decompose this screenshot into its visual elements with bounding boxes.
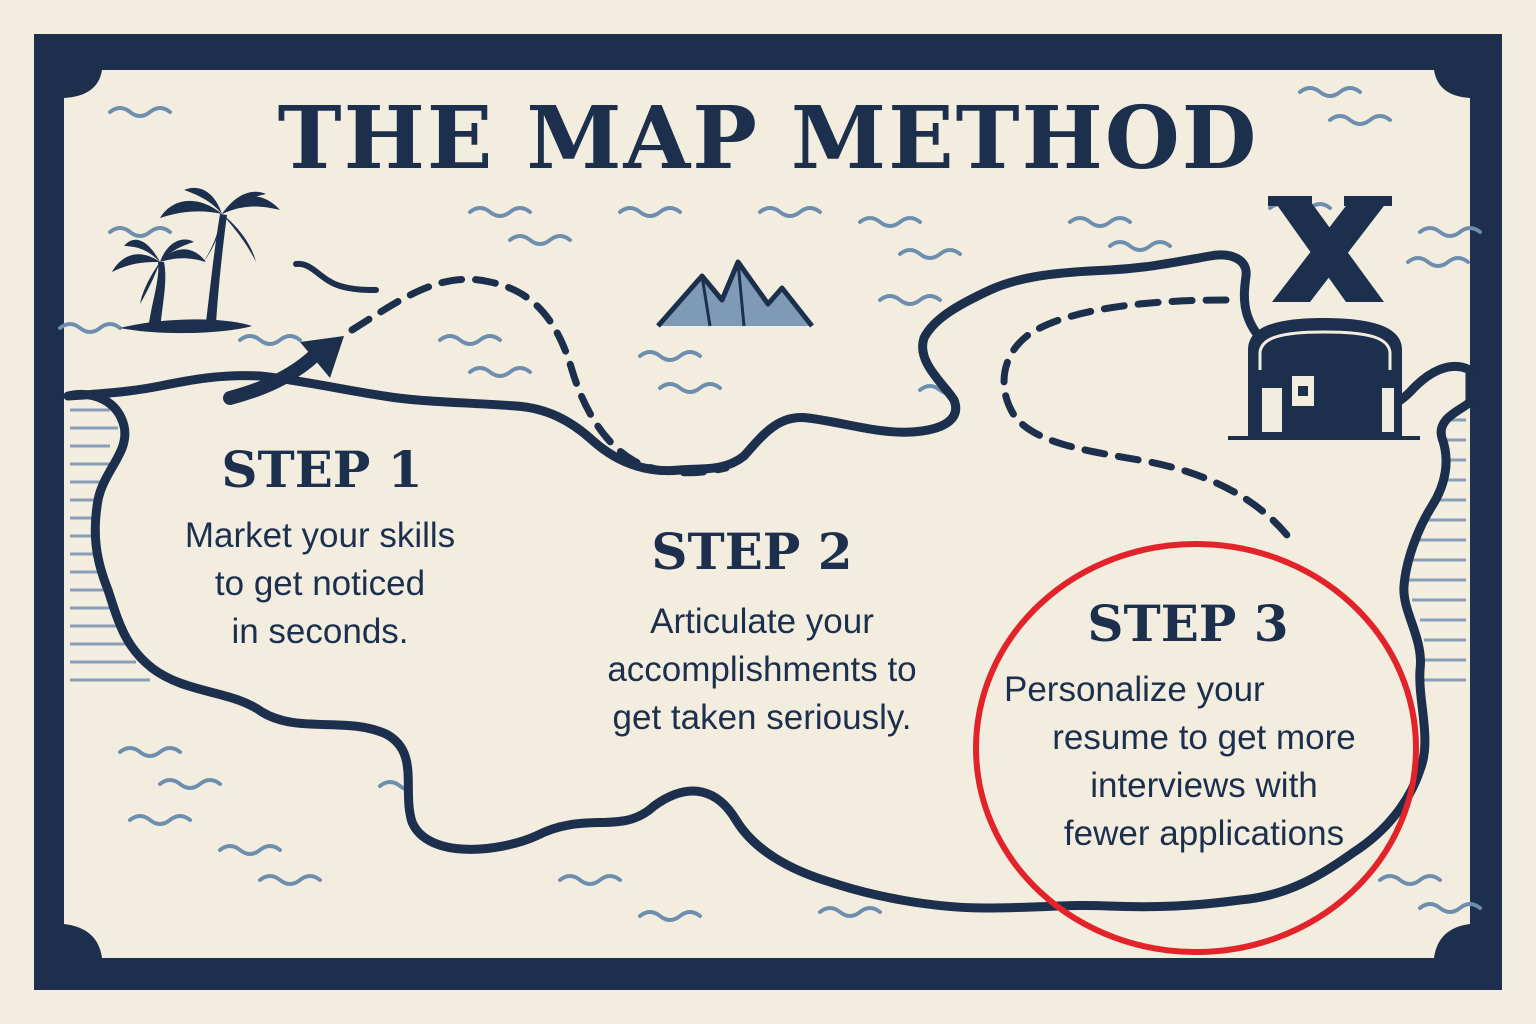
step-1-line-3: in seconds. bbox=[231, 612, 409, 651]
wave-mark bbox=[1298, 86, 1362, 98]
wave-mark bbox=[1406, 256, 1470, 268]
wave-mark bbox=[638, 910, 702, 922]
wave-mark bbox=[1068, 216, 1132, 228]
arrow-icon bbox=[223, 336, 344, 405]
step-3-line-3: interviews with bbox=[1090, 766, 1318, 805]
step-2-line-2: accomplishments to bbox=[607, 650, 917, 689]
wave-mark bbox=[128, 814, 192, 826]
wave-mark bbox=[258, 874, 322, 886]
step-2-heading: STEP 2 bbox=[651, 522, 853, 581]
wave-mark bbox=[108, 106, 172, 118]
step-1-line-1: Market your skills bbox=[184, 516, 456, 555]
step-2-line-3: get taken seriously. bbox=[612, 698, 912, 737]
step-3-line-2: resume to get more bbox=[1052, 718, 1356, 757]
step-3-description: Personalize your resume to get more inte… bbox=[1004, 666, 1404, 858]
step-3-line-1: Personalize your bbox=[1004, 670, 1265, 709]
step-3-line-4: fewer applications bbox=[1063, 814, 1345, 853]
dashed-trail-1 bbox=[348, 275, 730, 477]
page-title: THE MAP METHOD bbox=[277, 88, 1259, 189]
wave-mark bbox=[1328, 114, 1392, 126]
step-2-description: Articulate your accomplishments to get t… bbox=[552, 598, 972, 742]
wave-mark bbox=[558, 874, 622, 886]
wave-mark bbox=[858, 216, 922, 228]
wave-mark bbox=[1418, 226, 1482, 238]
wave-mark bbox=[638, 350, 702, 362]
wave-mark bbox=[158, 778, 222, 790]
wave-mark bbox=[468, 206, 532, 218]
wave-mark bbox=[238, 334, 302, 346]
wave-mark bbox=[108, 226, 172, 238]
wave-mark bbox=[898, 248, 962, 260]
wave-mark bbox=[878, 294, 942, 306]
shore-swoosh bbox=[293, 260, 379, 293]
wave-mark bbox=[1418, 902, 1482, 914]
wave-mark bbox=[618, 206, 682, 218]
wave-mark bbox=[658, 382, 722, 394]
wave-mark bbox=[58, 322, 122, 334]
step-1-heading: STEP 1 bbox=[221, 440, 423, 499]
step-1-description: Market your skills to get noticed in sec… bbox=[120, 512, 520, 656]
wave-mark bbox=[1378, 874, 1442, 886]
mountains-icon bbox=[656, 259, 814, 328]
wave-mark bbox=[218, 844, 282, 856]
x-mark-icon bbox=[1268, 196, 1392, 302]
wave-mark bbox=[438, 334, 502, 346]
highlight-circle bbox=[973, 541, 1419, 955]
palm-trees-icon bbox=[112, 187, 280, 334]
edge-hatching-left bbox=[70, 408, 150, 682]
step-2-line-1: Articulate your bbox=[650, 602, 874, 641]
treasure-chest-icon bbox=[1228, 318, 1420, 440]
wave-mark bbox=[758, 206, 822, 218]
step-1-line-2: to get noticed bbox=[214, 564, 426, 603]
wave-mark bbox=[508, 234, 572, 246]
step-3-heading: STEP 3 bbox=[1087, 594, 1289, 653]
wave-mark bbox=[118, 746, 182, 758]
wave-mark bbox=[1108, 240, 1172, 252]
wave-mark bbox=[818, 906, 882, 918]
wave-mark bbox=[468, 366, 532, 378]
